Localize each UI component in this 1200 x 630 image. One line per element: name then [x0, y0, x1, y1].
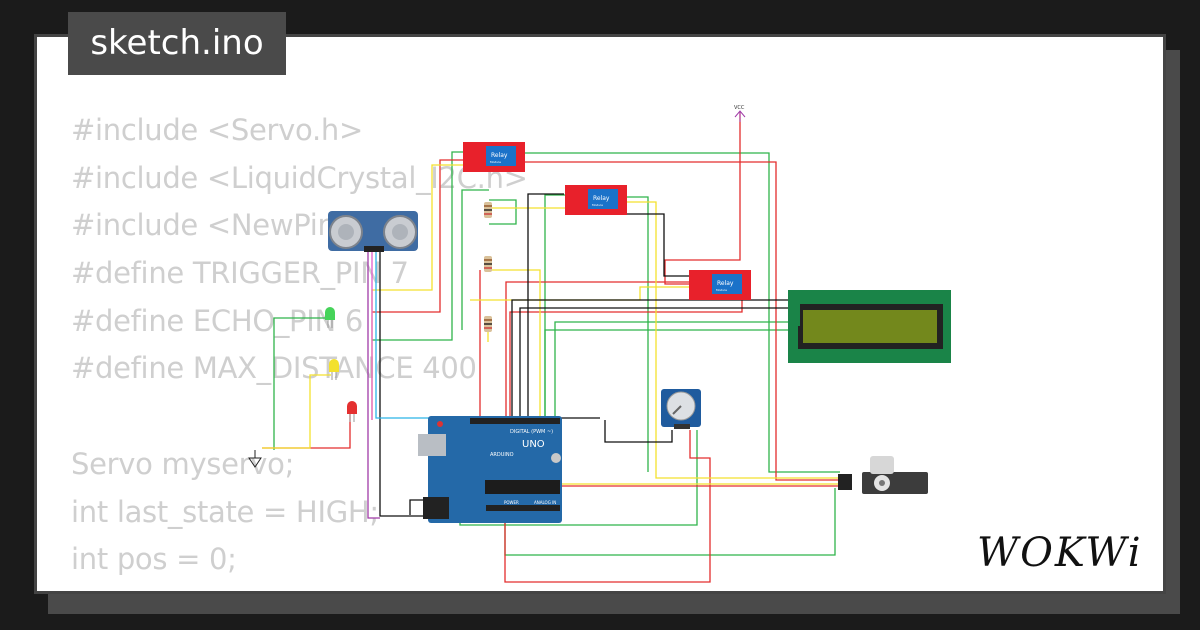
led-yellow[interactable]: [329, 359, 339, 380]
code-line: #define TRIGGER_PIN 7: [71, 256, 409, 291]
arduino-uno-board[interactable]: DIGITAL (PWM ~) UNO ARDUINO POWER ANALOG…: [418, 416, 562, 523]
code-line: #define MAX_DISTANCE 400: [71, 351, 477, 386]
wokwi-logo-icon: WOKWi: [977, 530, 1143, 576]
code-line: #include <Servo.h>: [71, 113, 363, 147]
ground-symbol: [248, 450, 262, 468]
code-line: int mode: [71, 584, 528, 591]
led-red[interactable]: [347, 401, 357, 422]
relay-sublabel: Module: [592, 203, 603, 207]
servo-motor[interactable]: [838, 456, 928, 494]
brand-logo-text: WOKWi: [977, 530, 1143, 576]
board-analog-label: ANALOG IN: [534, 500, 556, 505]
board-power-label: POWER: [504, 500, 519, 505]
board-model-label: UNO: [522, 439, 545, 450]
code-line: int last_state = HIGH;: [71, 494, 379, 529]
vcc-label: VCC: [734, 105, 745, 111]
relay-label: Relay: [491, 152, 508, 159]
lcd-display[interactable]: [788, 290, 951, 363]
preview-card: #include <Servo.h> #include <LiquidCrysta…: [34, 34, 1166, 594]
relay-label: Relay: [593, 195, 610, 202]
ultrasonic-sensor[interactable]: [328, 211, 418, 252]
resistor-3[interactable]: [484, 316, 492, 332]
vcc-symbol: VCC: [734, 105, 746, 122]
relay-label: Relay: [717, 280, 734, 287]
relay-module-2[interactable]: Relay Module: [565, 185, 627, 215]
relay-sublabel: Module: [490, 160, 501, 164]
wires: [262, 112, 840, 583]
resistor-1[interactable]: [484, 202, 492, 218]
code-line: int pos = 0;: [71, 542, 237, 577]
relay-module-1[interactable]: Relay Module: [463, 142, 525, 172]
relay-sublabel: Module: [716, 288, 727, 292]
board-brand-label: ARDUINO: [490, 452, 514, 458]
code-line: #define ECHO_PIN 6: [71, 303, 363, 338]
relay-module-3[interactable]: Relay Module: [689, 270, 751, 300]
board-digital-label: DIGITAL (PWM ~): [510, 429, 553, 435]
code-line: Servo myservo;: [71, 446, 295, 481]
potentiometer[interactable]: [661, 389, 701, 429]
file-tab[interactable]: sketch.ino: [68, 12, 286, 75]
resistor-2[interactable]: [484, 256, 492, 272]
led-green[interactable]: [325, 307, 335, 328]
code-line: #include <LiquidCrystal_I2C.h>: [71, 160, 528, 195]
